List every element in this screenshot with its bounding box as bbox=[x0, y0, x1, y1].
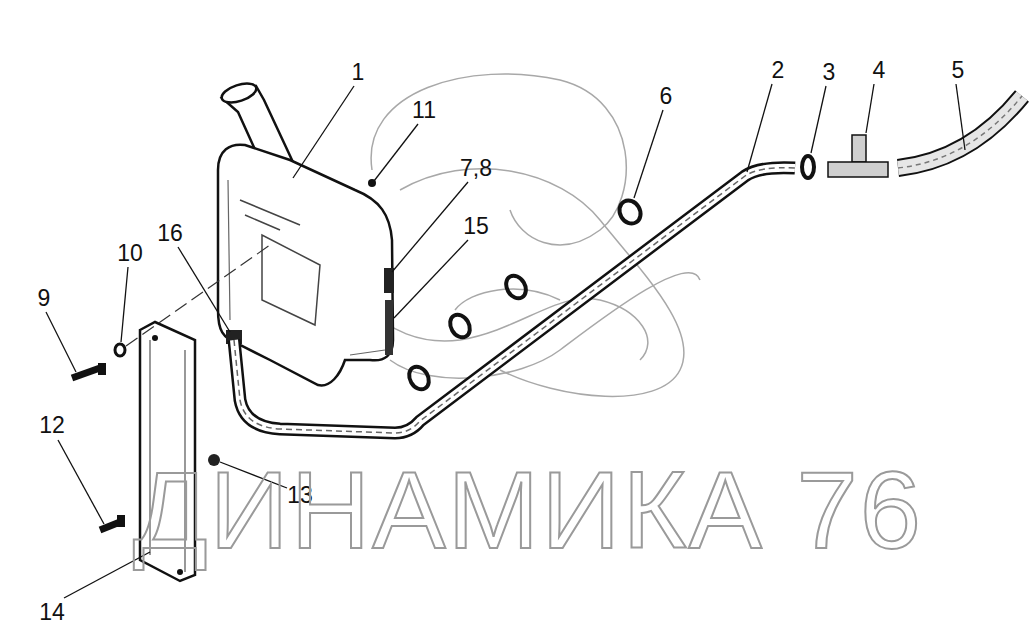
tee-fitting bbox=[828, 135, 888, 177]
hose-piece bbox=[898, 96, 1022, 168]
callout-number: 16 bbox=[157, 222, 183, 245]
callout-number: 14 bbox=[39, 601, 65, 624]
callout-number: 11 bbox=[412, 99, 436, 122]
watermark: ДИНАМИКА 76 bbox=[133, 455, 923, 565]
callout-number: 6 bbox=[660, 85, 673, 108]
callout-number: 7,8 bbox=[460, 157, 492, 180]
callout-number: 10 bbox=[117, 242, 143, 265]
washer-tank bbox=[218, 80, 394, 386]
callout-number: 4 bbox=[873, 59, 886, 82]
callout-number: 9 bbox=[38, 287, 51, 310]
leader-lines bbox=[46, 84, 965, 598]
callout-number: 15 bbox=[463, 215, 489, 238]
callout-number: 2 bbox=[772, 59, 785, 82]
o-rings bbox=[405, 156, 814, 393]
callout-number: 5 bbox=[952, 59, 965, 82]
callout-number: 1 bbox=[352, 61, 365, 84]
callout-number: 12 bbox=[39, 414, 65, 437]
callout-number: 3 bbox=[823, 61, 836, 84]
washer-hose bbox=[234, 168, 795, 433]
